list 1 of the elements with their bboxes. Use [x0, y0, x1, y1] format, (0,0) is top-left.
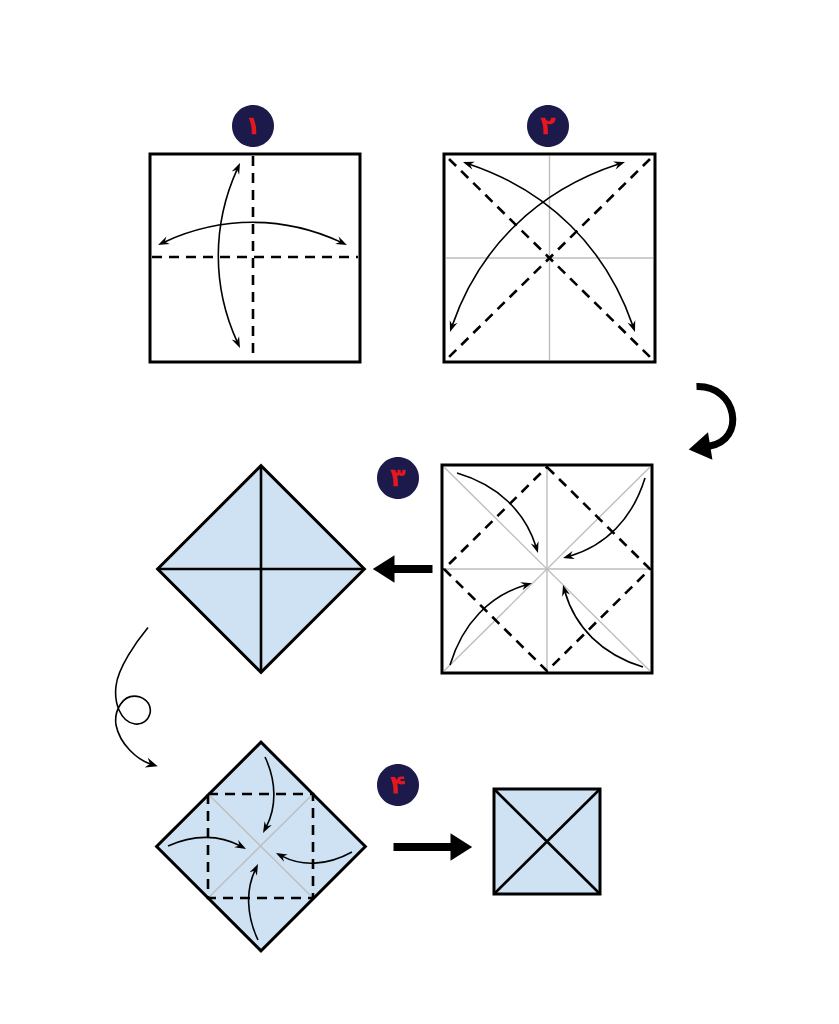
paper-square [148, 152, 362, 364]
